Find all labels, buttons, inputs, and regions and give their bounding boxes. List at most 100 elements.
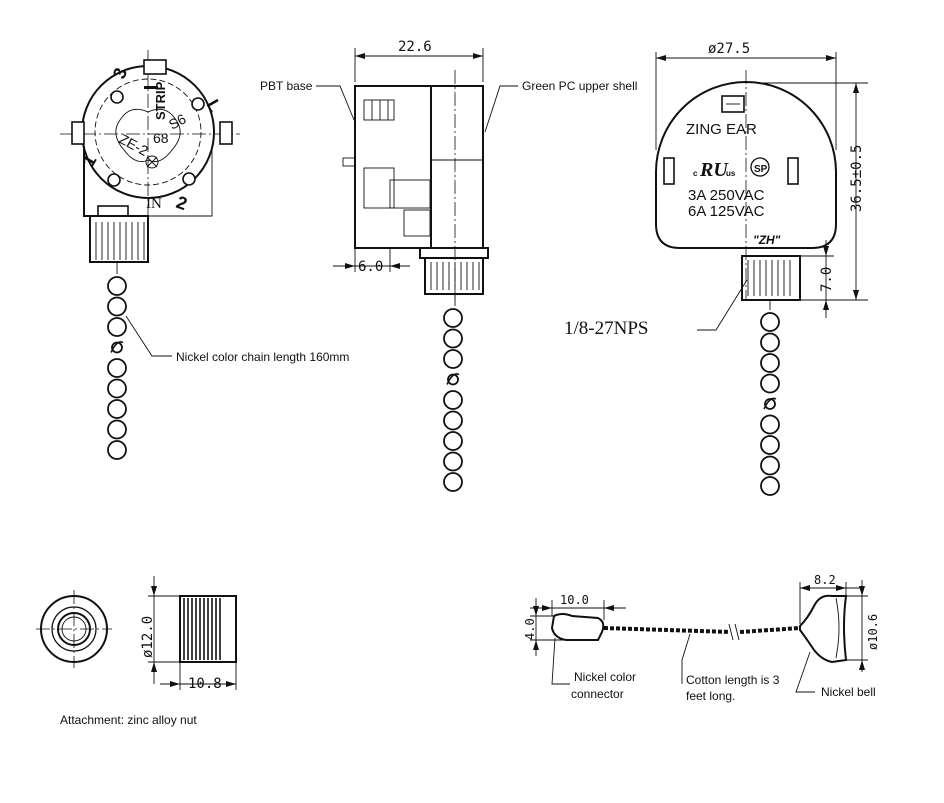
green-shell-label: Green PC upper shell xyxy=(522,79,637,93)
front-view: ZING EAR c RU us SP 3A 250VAC 6A 125VAC … xyxy=(564,41,868,496)
rear-hub-cross xyxy=(146,156,158,168)
chain-label: Nickel color chain length 160mm xyxy=(176,350,349,364)
chain-bead xyxy=(443,349,463,369)
front-stem xyxy=(741,255,801,301)
rear-terminal-top xyxy=(143,59,167,75)
side-chain xyxy=(443,308,463,492)
side-slot-upper xyxy=(363,99,395,121)
rear-model-a: ZE-2 xyxy=(117,131,151,159)
rear-strip-label: STRIP xyxy=(153,81,168,120)
cotton-cord xyxy=(603,626,801,634)
chain-bead xyxy=(443,308,463,328)
bell-rim-curve xyxy=(835,597,840,659)
thread-label: 1/8-27NPS xyxy=(564,318,648,339)
side-stem-collar xyxy=(419,247,489,259)
chain-bead xyxy=(107,440,127,460)
front-stem-knurl xyxy=(747,260,791,296)
chain-bead xyxy=(443,410,463,431)
chain-bead xyxy=(760,455,780,476)
rear-base-step xyxy=(97,205,129,217)
side-pbt-base xyxy=(354,85,432,249)
rear-terminal-left xyxy=(71,121,85,145)
rear-terminal-3-label: 3 xyxy=(109,65,131,81)
chain-bead xyxy=(107,317,127,337)
side-slot-lower xyxy=(403,209,431,237)
rear-stem xyxy=(89,215,149,263)
chain-bead xyxy=(443,431,463,451)
cotton-label-1: Cotton length is 3 xyxy=(686,673,780,687)
front-chain xyxy=(760,312,780,496)
chain-bead xyxy=(107,276,127,296)
rear-terminal-2-label: 2 xyxy=(174,192,190,214)
chain-bead xyxy=(760,373,780,394)
nut-side-body xyxy=(179,595,237,663)
dim-conn-len-value: 10.0 xyxy=(560,593,589,607)
chain-clip-hook xyxy=(763,397,777,410)
brand-label: ZING EAR xyxy=(686,121,757,138)
csa-logo xyxy=(750,157,770,177)
rear-screw-4 xyxy=(182,172,196,186)
cotton-label-2: feet long. xyxy=(686,689,735,703)
dim-conn-h-value: 4.0 xyxy=(523,618,537,640)
rear-terminal-1-label: 1 xyxy=(78,151,100,170)
csa-logo-text: SP xyxy=(754,164,768,175)
chain-clip xyxy=(111,341,123,354)
side-stem xyxy=(424,257,484,295)
chain-bead xyxy=(107,419,127,440)
chain-bead xyxy=(443,472,463,492)
thread-leader-line xyxy=(697,279,748,331)
dim-bell-len-arrows xyxy=(800,585,846,591)
bell-outline xyxy=(799,594,848,664)
chain-clip-hook xyxy=(110,341,124,353)
cord-view: 10.0 4.0 8.2 ø10.6 Nickel color connecto… xyxy=(523,573,880,703)
rear-screw-3 xyxy=(107,173,121,187)
front-body-outline xyxy=(655,81,837,249)
chain-bead xyxy=(760,414,780,435)
chain-bead xyxy=(760,435,780,455)
chain-bead xyxy=(107,358,127,378)
side-slot-middle xyxy=(363,167,395,209)
zh-mark: "ZH" xyxy=(753,233,781,247)
rear-terminal-right xyxy=(219,121,233,145)
bell-leader-line xyxy=(795,651,815,693)
rear-center-hub xyxy=(145,155,159,169)
connector-label-2: connector xyxy=(571,687,624,701)
ul-logo: RU xyxy=(699,159,729,181)
cotton-leader-line xyxy=(681,633,691,684)
side-slot-inner xyxy=(389,179,431,209)
shell-leader-line xyxy=(484,85,518,133)
rear-screw-1 xyxy=(110,90,124,104)
nut-view: ø12.0 10.8 Attachment: zinc alloy nut xyxy=(36,576,237,727)
connector-outline xyxy=(550,613,605,641)
rear-model-c: S6 xyxy=(166,110,189,132)
side-stem-knurl xyxy=(430,262,480,290)
chain-bead xyxy=(107,378,127,399)
front-right-slot xyxy=(787,157,799,185)
bell-label: Nickel bell xyxy=(821,685,876,699)
chain-bead xyxy=(760,476,780,496)
chain-clip xyxy=(447,373,459,386)
chain-bead xyxy=(760,332,780,353)
chain-bead xyxy=(443,451,463,472)
dim-stem-value: 7.0 xyxy=(819,267,835,292)
chain-bead xyxy=(443,328,463,349)
rear-chain xyxy=(107,276,127,460)
dim-diam-value: ø27.5 xyxy=(708,41,750,57)
chain-clip xyxy=(764,398,776,410)
rear-in-label: IN xyxy=(146,196,162,212)
attachment-label: Attachment: zinc alloy nut xyxy=(60,713,197,727)
ul-us-mark: us xyxy=(726,169,736,178)
pbt-base-label: PBT base xyxy=(260,79,313,93)
side-tab xyxy=(342,157,356,167)
side-slot-ribs xyxy=(371,100,389,120)
dim-conn-h-arrows xyxy=(533,606,539,650)
side-view: 22.6 6.0 PBT base Green PC upper shell xyxy=(260,39,637,492)
rear-view: STRIP ZE-2 68 S6 3 L 1 2 IN Nickel color… xyxy=(60,50,349,460)
dim-depth-value: 6.0 xyxy=(358,259,383,275)
chain-bead xyxy=(107,296,127,317)
rear-screw-2 xyxy=(191,97,205,111)
dim-height-value: 36.5±0.5 xyxy=(849,145,865,212)
chain-leader-line xyxy=(125,315,172,357)
side-pc-shell xyxy=(430,85,484,249)
